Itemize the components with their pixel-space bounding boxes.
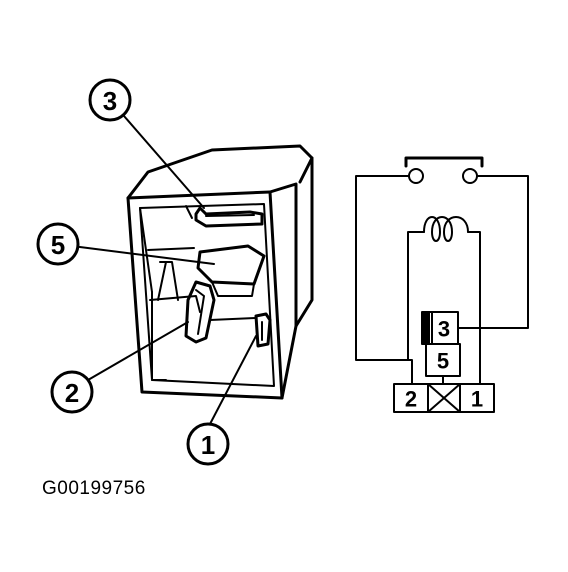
switch-contact-right (462, 168, 478, 184)
terminal-5-label: 5 (437, 349, 449, 374)
wire-contact-to-terminal-3 (457, 175, 529, 329)
relay-housing-top (126, 144, 314, 200)
callout-3: 3 (88, 78, 132, 122)
relay-schematic: 3 5 2 1 (355, 156, 529, 413)
callout-5: 5 (36, 222, 80, 266)
callout-3-label: 3 (103, 86, 117, 116)
terminal-3-marker (422, 312, 430, 344)
coil-wire (407, 231, 481, 385)
terminal-2-label: 2 (405, 387, 417, 412)
terminal-1-label: 1 (471, 387, 483, 412)
callout-1: 1 (186, 422, 230, 466)
callout-2-label: 2 (65, 378, 79, 408)
terminal-1-blade (254, 312, 272, 348)
relay-body-illustration (126, 144, 314, 400)
figure-id: G00199756 (42, 478, 146, 499)
coil-symbol (423, 216, 469, 242)
terminal-3-blade (194, 206, 264, 228)
relay-cavity (139, 203, 275, 387)
terminal-1-box (459, 383, 495, 413)
switch-contact-left (408, 168, 424, 184)
callout-leaders (71, 115, 257, 425)
terminal-3-label: 3 (438, 317, 450, 342)
wire-contact-to-terminal-2 (355, 175, 413, 385)
relay-housing-corner (268, 190, 284, 400)
terminal-5-blade (196, 244, 266, 286)
callout-2: 2 (50, 370, 94, 414)
callout-5-label: 5 (51, 230, 65, 260)
switch-armature (404, 156, 484, 168)
callout-1-label: 1 (201, 430, 215, 460)
terminal-2-blade (184, 280, 216, 344)
terminal-blank-cross (427, 383, 461, 413)
relay-housing-right-edge (294, 156, 314, 328)
